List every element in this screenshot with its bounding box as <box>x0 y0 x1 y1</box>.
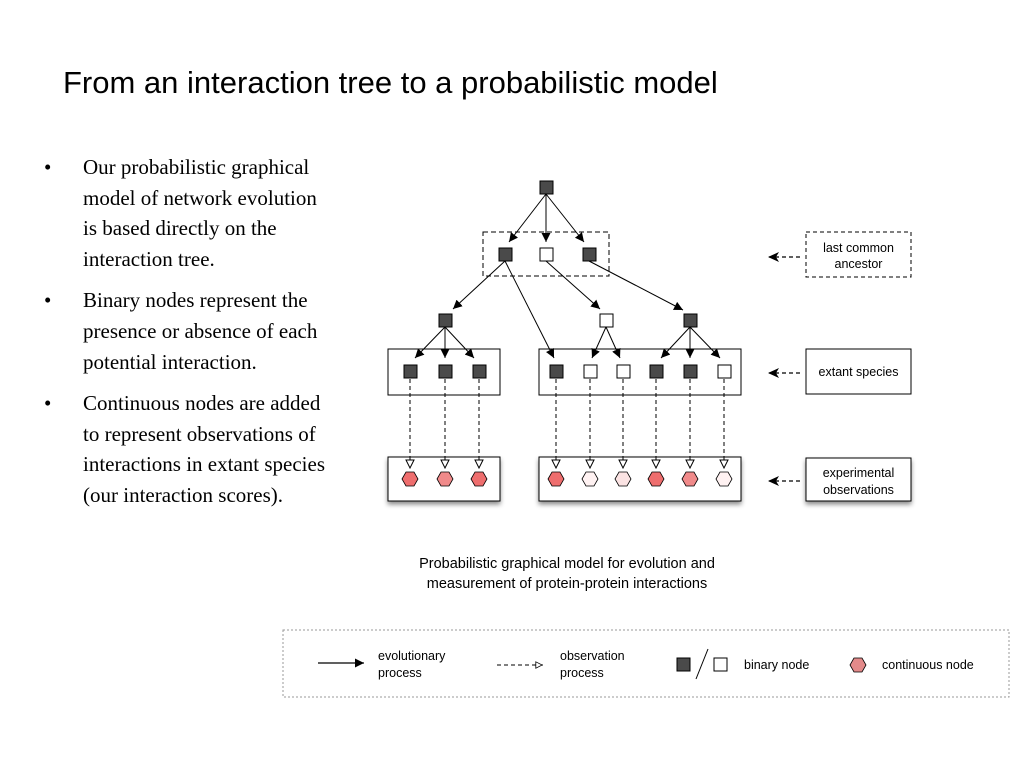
binary-node-dark <box>549 364 564 379</box>
legend-evolutionary-line1: evolutionary <box>378 649 446 663</box>
evolutionary-edges <box>414 193 721 359</box>
binary-node-dark <box>472 364 487 379</box>
continuous-node <box>647 471 665 487</box>
legend-continuous-label: continuous node <box>882 658 974 672</box>
bullet-list: • Our probabilistic graphical model of ne… <box>40 152 335 522</box>
diagram-caption-line1: Probabilistic graphical model for evolut… <box>419 556 715 572</box>
binary-node-light <box>583 364 598 379</box>
bullet-item: • Continuous nodes are added to represent… <box>40 388 335 510</box>
binary-node-dark <box>649 364 664 379</box>
lca-label-line1: last common <box>823 241 894 255</box>
pointer-head <box>768 476 779 486</box>
binary-node-light <box>599 313 614 328</box>
continuous-node <box>581 471 599 487</box>
binary-nodes <box>403 180 732 379</box>
bullet-text: Continuous nodes are added to represent … <box>83 391 326 507</box>
extant-label: extant species <box>819 365 899 379</box>
binary-node-dark <box>683 313 698 328</box>
edge <box>605 326 621 359</box>
continuous-node <box>401 471 419 487</box>
edge <box>504 260 555 359</box>
continuous-node <box>470 471 488 487</box>
edge <box>452 260 506 310</box>
edge <box>660 326 691 359</box>
edge <box>545 260 601 310</box>
observation-edges <box>410 379 724 469</box>
slide-title: From an interaction tree to a probabilis… <box>63 65 718 100</box>
continuous-node <box>547 471 565 487</box>
legend-binary-dark <box>676 657 691 672</box>
legend-observation-line2: process <box>560 666 604 680</box>
diagram-caption-line2: measurement of protein-protein interacti… <box>427 576 707 592</box>
label-pointers <box>769 256 800 482</box>
observation-group-box-right <box>538 456 742 502</box>
binary-node-light <box>616 364 631 379</box>
edge <box>414 326 446 359</box>
binary-node-dark <box>683 364 698 379</box>
legend-observation-line1: observation <box>560 649 625 663</box>
binary-node-dark <box>582 247 597 262</box>
extant-label-box <box>805 348 912 395</box>
continuous-node <box>436 471 454 487</box>
legend-separator <box>695 648 709 680</box>
bullet-item: • Binary nodes represent the presence or … <box>40 285 335 377</box>
legend-evolutionary-line2: process <box>378 666 422 680</box>
binary-node-light <box>717 364 732 379</box>
legend-box <box>282 629 1010 698</box>
binary-node-dark <box>539 180 554 195</box>
lca-label-line2: ancestor <box>835 257 883 271</box>
continuous-node <box>681 471 699 487</box>
bullet-text: Our probabilistic graphical model of net… <box>83 155 317 271</box>
edge <box>508 193 547 243</box>
lca-group-box <box>482 231 610 277</box>
lca-label-box <box>805 231 912 278</box>
edge <box>689 326 721 359</box>
observations-label-line2: observations <box>823 483 894 497</box>
continuous-nodes <box>401 471 733 487</box>
edge <box>545 193 585 243</box>
binary-node-dark <box>403 364 418 379</box>
binary-node-dark <box>438 313 453 328</box>
binary-node-dark <box>498 247 513 262</box>
observations-label-box <box>805 457 912 502</box>
edge <box>588 260 684 311</box>
pointer-head <box>768 368 779 378</box>
legend-binary-light <box>713 657 728 672</box>
edge <box>444 326 475 359</box>
observations-label-line1: experimental <box>823 466 895 480</box>
bullet-dot: • <box>44 391 52 416</box>
binary-node-dark <box>438 364 453 379</box>
bullet-text: Binary nodes represent the presence or a… <box>83 288 318 374</box>
continuous-node <box>715 471 733 487</box>
extant-group-box-right <box>538 348 742 396</box>
continuous-node <box>614 471 632 487</box>
pointer-head <box>768 252 779 262</box>
edge <box>591 326 607 359</box>
binary-node-light <box>539 247 554 262</box>
legend-continuous-hexagon <box>849 657 867 673</box>
bullet-dot: • <box>44 155 52 179</box>
pointer-heads <box>768 252 779 486</box>
bullet-item: • Our probabilistic graphical model of ne… <box>40 152 335 274</box>
legend-binary-label: binary node <box>744 658 809 672</box>
bullet-dot: • <box>44 288 52 313</box>
